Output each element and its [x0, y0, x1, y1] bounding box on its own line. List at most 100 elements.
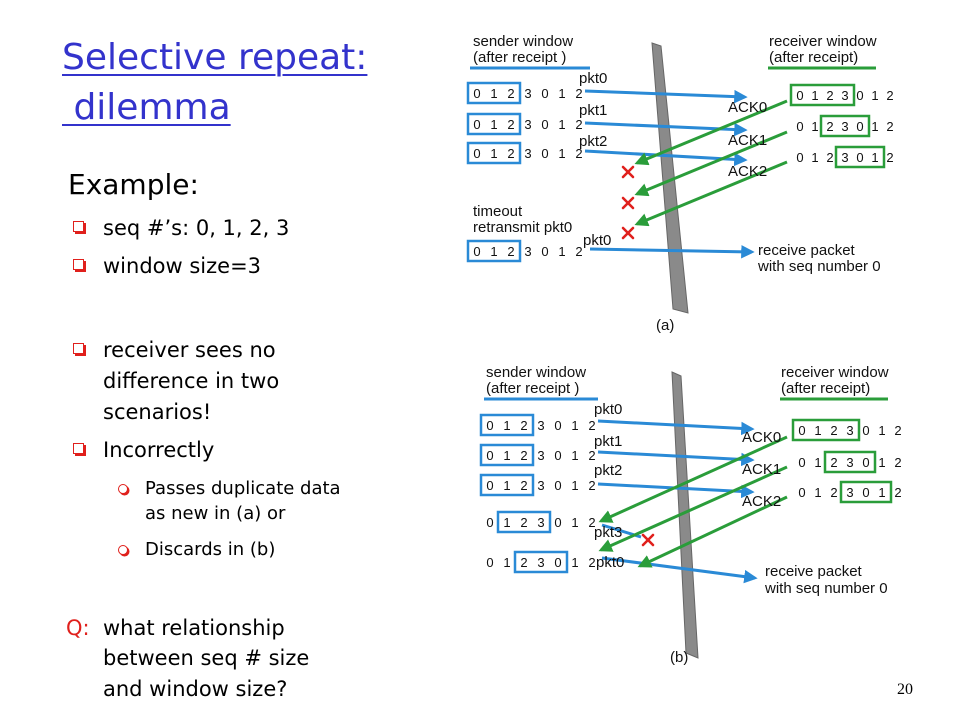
- bullet-window-size: window size=3: [103, 254, 262, 278]
- ack-arrow: [598, 465, 788, 552]
- sender-seq-number: 1: [558, 86, 565, 101]
- sender-window-heading: sender window: [473, 33, 573, 50]
- receiver-seq-number: 3: [841, 119, 848, 134]
- receiver-seq-number: 1: [871, 150, 878, 165]
- sender-seq-number: 0: [473, 86, 480, 101]
- bullet-square-icon: [73, 443, 84, 454]
- receiver-seq-number: 0: [796, 119, 803, 134]
- sender-seq-number: 1: [571, 448, 578, 463]
- bullet-receiver-line-2: difference in two: [103, 369, 280, 393]
- sender-seq-number: 0: [541, 146, 548, 161]
- receiver-seq-number: 2: [894, 423, 901, 438]
- receiver-seq-number: 3: [846, 455, 853, 470]
- receiver-seq-number: 2: [886, 150, 893, 165]
- sender-seq-number: 1: [558, 117, 565, 132]
- packet-arrow: [584, 149, 748, 167]
- sender-window-heading: sender window: [486, 364, 586, 381]
- receiver-seq-number: 1: [878, 423, 885, 438]
- bullet-square-icon: [73, 343, 84, 354]
- sub-bullet-duplicate-line-2: as new in (a) or: [145, 503, 286, 524]
- packet-label: pkt0: [596, 554, 624, 571]
- sender-seq-number: 0: [541, 86, 548, 101]
- sender-seq-number: 0: [486, 418, 493, 433]
- ack-arrow: [598, 435, 788, 523]
- receiver-seq-number: 3: [841, 150, 848, 165]
- packet-label: pkt2: [594, 462, 622, 479]
- receiver-seq-number: 2: [826, 150, 833, 165]
- receiver-seq-number: 1: [878, 455, 885, 470]
- sender-window-subheading: (after receipt ): [473, 49, 566, 66]
- sender-seq-number: 1: [503, 515, 510, 530]
- receiver-window-subheading: (after receipt): [769, 49, 858, 66]
- slide-title-line-1: Selective repeat:: [62, 37, 368, 78]
- bullet-square-icon: [73, 221, 84, 232]
- diagram-a: sender window (after receipt ) receiver …: [466, 33, 894, 334]
- receiver-window-heading: receiver window: [781, 364, 889, 381]
- bullet-receiver-line-3: scenarios!: [103, 400, 212, 424]
- timeout-label: timeout: [473, 203, 523, 220]
- sender-seq-number: 1: [503, 418, 510, 433]
- sender-seq-number: 0: [473, 146, 480, 161]
- receiver-seq-number: 2: [886, 88, 893, 103]
- receiver-seq-number: 0: [798, 455, 805, 470]
- sender-window-box: [496, 510, 552, 534]
- receiver-window-heading: receiver window: [769, 33, 877, 50]
- sender-seq-number: 3: [524, 117, 531, 132]
- sub-bullet-circle-icon: [118, 545, 128, 555]
- ack-label: ACK1: [742, 461, 781, 478]
- receiver-seq-number: 0: [862, 423, 869, 438]
- sender-seq-number: 2: [507, 146, 514, 161]
- packet-label: pkt1: [594, 433, 622, 450]
- sender-seq-number: 1: [490, 86, 497, 101]
- sender-seq-number: 1: [571, 478, 578, 493]
- diagram-b-label: (b): [670, 649, 688, 666]
- ack-label: ACK1: [728, 132, 767, 149]
- receiver-seq-number: 2: [826, 119, 833, 134]
- sender-seq-number: 1: [503, 555, 510, 570]
- sender-seq-number: 0: [473, 244, 480, 259]
- packet-arrow: [601, 556, 758, 584]
- diagram-b: sender window (after receipt ) receiver …: [479, 364, 902, 666]
- bullet-square-icon: [73, 259, 84, 270]
- receiver-seq-number: 2: [830, 423, 837, 438]
- question-line-1: what relationship: [103, 616, 285, 640]
- receiver-seq-number: 0: [796, 88, 803, 103]
- receiver-seq-number: 2: [886, 119, 893, 134]
- sender-seq-number: 2: [588, 448, 595, 463]
- sender-seq-number: 0: [554, 478, 561, 493]
- sender-seq-number: 0: [486, 515, 493, 530]
- receiver-note-line-1: receive packet: [765, 563, 863, 580]
- ack-arrow: [634, 160, 788, 227]
- sender-seq-number: 3: [524, 244, 531, 259]
- sender-seq-number: 2: [575, 244, 582, 259]
- ack-label: ACK0: [728, 99, 767, 116]
- receiver-note-line-2: with seq number 0: [757, 258, 881, 275]
- bullet-incorrectly: Incorrectly: [103, 438, 215, 462]
- sender-seq-number: 2: [575, 117, 582, 132]
- sender-window-box: [466, 239, 522, 263]
- receiver-window-box: [791, 418, 861, 442]
- sender-seq-number: 1: [571, 555, 578, 570]
- sender-seq-number: 0: [541, 117, 548, 132]
- sender-seq-number: 2: [588, 515, 595, 530]
- retransmit-packet-label: pkt0: [583, 232, 611, 249]
- example-heading: Example:: [68, 168, 199, 201]
- sender-seq-number: 3: [537, 515, 544, 530]
- lost-packet-x-icon: [641, 533, 655, 547]
- packet-label: pkt1: [579, 102, 607, 119]
- sender-seq-number: 0: [554, 448, 561, 463]
- sub-bullet-circle-icon: [118, 484, 128, 494]
- ack-label: ACK0: [742, 429, 781, 446]
- sender-seq-number: 1: [558, 146, 565, 161]
- receiver-seq-number: 0: [796, 150, 803, 165]
- receiver-seq-number: 0: [798, 485, 805, 500]
- sender-seq-number: 2: [520, 555, 527, 570]
- sender-seq-number: 1: [490, 146, 497, 161]
- receiver-seq-number: 1: [878, 485, 885, 500]
- ack-arrow: [634, 130, 788, 197]
- sender-seq-number: 1: [503, 478, 510, 493]
- receiver-seq-number: 3: [846, 423, 853, 438]
- sender-window-box: [466, 112, 522, 136]
- packet-label: pkt2: [579, 133, 607, 150]
